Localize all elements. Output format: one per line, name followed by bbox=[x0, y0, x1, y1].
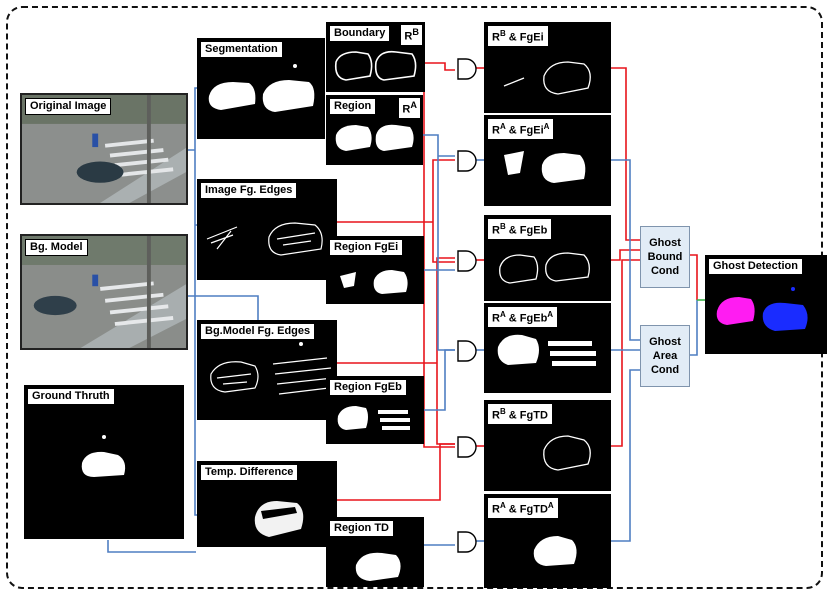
ground-truth-panel: Ground Thruth bbox=[24, 385, 184, 539]
original-image-panel: Original Image bbox=[20, 93, 188, 205]
temp-difference-panel: Temp. Difference bbox=[197, 461, 337, 547]
result-panel-3: RB & FgEb bbox=[484, 215, 611, 301]
segmentation-panel: Segmentation bbox=[197, 38, 325, 139]
wire-res-6 bbox=[611, 369, 640, 542]
original-image-label: Original Image bbox=[25, 98, 112, 115]
result-label-6: RA & FgTDA bbox=[487, 497, 559, 519]
temp-difference-label: Temp. Difference bbox=[200, 464, 299, 481]
wire-region bbox=[423, 134, 455, 351]
result-label-2: RA & FgEiA bbox=[487, 118, 555, 140]
and-gate-5 bbox=[457, 436, 477, 458]
result-label-5: RB & FgTD bbox=[487, 403, 553, 425]
wire-boundary bbox=[423, 62, 455, 448]
wire-td bbox=[336, 443, 455, 501]
ground-truth-label: Ground Thruth bbox=[27, 388, 115, 405]
result-label-4: RA & FgEbA bbox=[487, 306, 559, 328]
result-panel-1: RB & FgEi bbox=[484, 22, 611, 113]
wire-res-5 bbox=[611, 259, 640, 447]
region-fgei-label: Region FgEi bbox=[329, 239, 404, 256]
segmentation-label: Segmentation bbox=[200, 41, 283, 58]
result-panel-4: RA & FgEbA bbox=[484, 303, 611, 393]
ghost-detection-panel: Ghost Detection bbox=[705, 255, 827, 354]
and-gate-6 bbox=[457, 531, 477, 553]
ghost-detection-label: Ghost Detection bbox=[708, 258, 803, 275]
wire-region-fgeb bbox=[424, 349, 455, 411]
result-label-1: RB & FgEi bbox=[487, 25, 549, 47]
wire-res-3 bbox=[611, 249, 640, 261]
wire-fgei bbox=[336, 159, 455, 263]
region-label: Region bbox=[329, 98, 377, 115]
bg-model-label: Bg. Model bbox=[25, 239, 88, 256]
and-gate-2 bbox=[457, 150, 477, 172]
result-panel-5: RB & FgTD bbox=[484, 400, 611, 491]
and-gate-1 bbox=[457, 58, 477, 80]
bg-model-fg-edges-panel: Bg.Model Fg. Edges bbox=[197, 320, 337, 420]
region-superscript: RA bbox=[399, 98, 420, 118]
and-gate-4 bbox=[457, 340, 477, 362]
wire-res-2 bbox=[611, 159, 640, 341]
bg-model-panel: Bg. Model bbox=[20, 234, 188, 350]
boundary-panel: Boundary RB bbox=[326, 22, 425, 92]
region-td-label: Region TD bbox=[329, 520, 394, 537]
region-fgeb-panel: Region FgEb bbox=[326, 376, 424, 444]
result-panel-6: RA & FgTDA bbox=[484, 494, 611, 588]
wire-cond-area bbox=[690, 300, 698, 356]
wire-ground-truth bbox=[107, 540, 196, 553]
image-fg-edges-panel: Image Fg. Edges bbox=[197, 179, 337, 280]
wire-cond-bound bbox=[690, 254, 698, 300]
boundary-superscript: RB bbox=[401, 25, 422, 45]
region-fgei-panel: Region FgEi bbox=[326, 236, 424, 304]
boundary-label: Boundary bbox=[329, 25, 391, 42]
bg-model-fg-edges-label: Bg.Model Fg. Edges bbox=[200, 323, 316, 340]
wire-res-1 bbox=[611, 67, 640, 241]
region-panel: Region RA bbox=[326, 95, 423, 165]
image-fg-edges-label: Image Fg. Edges bbox=[200, 182, 298, 199]
region-fgeb-label: Region FgEb bbox=[329, 379, 407, 396]
wire-input-original bbox=[188, 87, 198, 516]
region-td-panel: Region TD bbox=[326, 517, 424, 587]
and-gate-3 bbox=[457, 250, 477, 272]
result-label-3: RB & FgEb bbox=[487, 218, 553, 240]
result-panel-2: RA & FgEiA bbox=[484, 115, 611, 206]
